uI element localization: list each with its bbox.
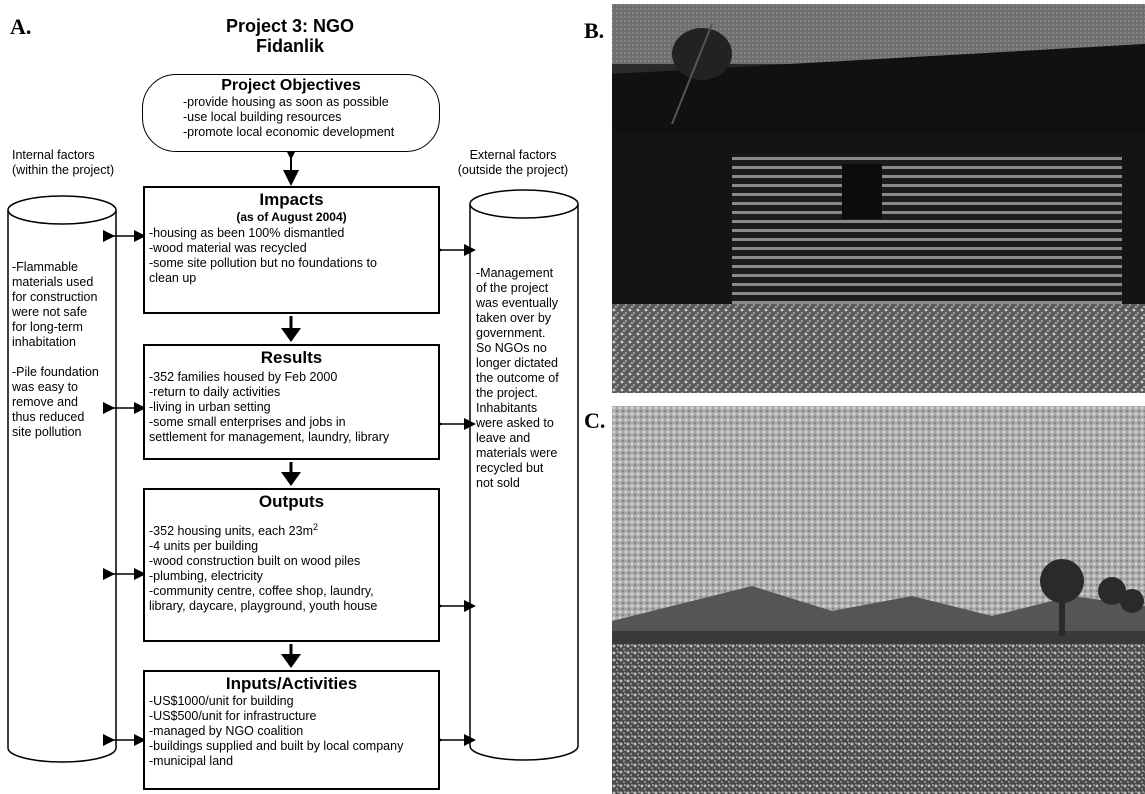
internal-factors-text: -Flammable materials used for constructi…: [12, 260, 116, 440]
outputs-line: -352 housing units, each 23m2: [149, 520, 434, 539]
inputs-title: Inputs/Activities: [225, 674, 358, 693]
impacts-line: clean up: [149, 271, 197, 285]
outputs-line: -community centre, coffee shop, laundry,: [149, 584, 374, 599]
external-text-line: of the project: [476, 281, 549, 295]
impacts-title: Impacts: [259, 190, 324, 209]
impacts-lines: -housing as been 100% dismantled -wood m…: [145, 224, 438, 286]
outputs-line: -4 units per building: [149, 539, 259, 554]
photo-c-empty-site: [612, 406, 1145, 794]
internal-text-line: were not safe: [12, 305, 88, 319]
results-box: Results -352 families housed by Feb 2000…: [143, 344, 440, 460]
outputs-title: Outputs: [258, 492, 325, 511]
external-factors-cylinder: [469, 189, 579, 761]
internal-text-spacer: [12, 350, 116, 365]
panel-a-letter: A.: [10, 14, 32, 39]
external-text-line: leave and: [476, 431, 531, 445]
outputs-line: -wood construction built on wood piles: [149, 554, 361, 569]
arrow-results-outputs: [281, 462, 301, 486]
external-factors-label: External factors (outside the project): [448, 148, 578, 178]
inputs-line: -municipal land: [149, 754, 234, 768]
outputs-box: Outputs -352 housing units, each 23m2 -4…: [143, 488, 440, 642]
impacts-subtitle: (as of August 2004): [236, 210, 347, 224]
external-text-line: the project.: [476, 386, 538, 400]
results-line: -living in urban setting: [149, 400, 271, 414]
results-line: -return to daily activities: [149, 385, 281, 399]
external-text-line: were asked to: [476, 416, 554, 430]
inputs-line: -US$500/unit for infrastructure: [149, 709, 317, 723]
external-text-line: the outcome of: [476, 371, 559, 385]
internal-factors-label: Internal factors (within the project): [12, 148, 114, 178]
internal-text-line: site pollution: [12, 425, 82, 439]
internal-text-line: materials used: [12, 275, 94, 289]
connector-arrows: [7, 144, 579, 763]
impacts-line: -housing as been 100% dismantled: [149, 226, 345, 240]
results-line: -352 families housed by Feb 2000: [149, 370, 338, 384]
inputs-lines: -US$1000/unit for building -US$500/unit …: [145, 694, 438, 769]
photo-b-illustration: [612, 4, 1145, 393]
external-text-line: government.: [476, 326, 546, 340]
objectives-title: Project Objectives: [221, 77, 361, 94]
photo-c-illustration: [612, 406, 1145, 794]
internal-text-line: -Pile foundation: [12, 365, 99, 379]
photo-b-wood-building: [612, 4, 1145, 393]
outputs-line: -plumbing, electricity: [149, 569, 263, 584]
inputs-box: Inputs/Activities -US$1000/unit for buil…: [143, 670, 440, 790]
external-text-line: recycled but: [476, 461, 544, 475]
results-line: settlement for management, laundry, libr…: [149, 430, 390, 444]
external-text-line: not sold: [476, 476, 520, 490]
impacts-line: -some site pollution but no foundations …: [149, 256, 377, 270]
internal-text-line: for long-term: [12, 320, 83, 334]
internal-text-line: inhabitation: [12, 335, 76, 349]
title-line-2: Fidanlik: [255, 36, 324, 56]
external-text-line: So NGOs no: [476, 341, 547, 355]
arrow-impacts-results: [281, 316, 301, 342]
results-line: -some small enterprises and jobs in: [149, 415, 346, 429]
external-text-line: taken over by: [476, 311, 552, 325]
internal-label-line: (within the project): [12, 163, 115, 177]
objectives-line: -provide housing as soon as possible: [183, 95, 389, 109]
title-line-1: Project 3: NGO: [225, 16, 355, 36]
objectives-lines: -provide housing as soon as possible -us…: [143, 95, 439, 140]
internal-text-line: -Flammable: [12, 260, 78, 274]
external-text-line: longer dictated: [476, 356, 559, 370]
external-label-line: (outside the project): [457, 163, 569, 177]
inputs-line: -US$1000/unit for building: [149, 694, 294, 708]
external-text-line: materials were: [476, 446, 558, 460]
external-text-line: was eventually: [476, 296, 558, 310]
arrow-outputs-inputs: [281, 644, 301, 668]
internal-text-line: was easy to: [12, 380, 79, 394]
inputs-line: -managed by NGO coalition: [149, 724, 304, 738]
internal-text-line: thus reduced: [12, 410, 85, 424]
panel-b-letter: B.: [584, 18, 605, 43]
diagram-title: Project 3: NGO Fidanlik: [200, 16, 380, 56]
outputs-line-text: -352 housing units, each 23m: [149, 524, 313, 539]
results-title: Results: [260, 348, 323, 367]
external-text-line: -Management: [476, 266, 554, 280]
outputs-line: library, daycare, playground, youth hous…: [149, 599, 378, 614]
internal-label-line: Internal factors: [12, 148, 95, 162]
external-text-line: Inhabitants: [476, 401, 538, 415]
internal-text-line: remove and: [12, 395, 79, 409]
objectives-line: -promote local economic development: [183, 125, 395, 139]
results-lines: -352 families housed by Feb 2000 -return…: [145, 368, 438, 445]
internal-factors-cylinder: [7, 195, 117, 763]
impacts-line: -wood material was recycled: [149, 241, 307, 255]
internal-text-line: for construction: [12, 290, 98, 304]
outputs-lines: -352 housing units, each 23m2 -4 units p…: [145, 512, 438, 614]
objectives-line: -use local building resources: [183, 110, 342, 124]
external-factors-text: -Management of the project was eventuall…: [476, 266, 576, 491]
outputs-superscript: 2: [313, 522, 319, 532]
panel-c-letter: C.: [584, 408, 606, 433]
objectives-box: Project Objectives -provide housing as s…: [142, 74, 440, 152]
impacts-box: Impacts (as of August 2004) -housing as …: [143, 186, 440, 314]
external-label-line: External factors: [469, 148, 557, 162]
inputs-line: -buildings supplied and built by local c…: [149, 739, 404, 753]
